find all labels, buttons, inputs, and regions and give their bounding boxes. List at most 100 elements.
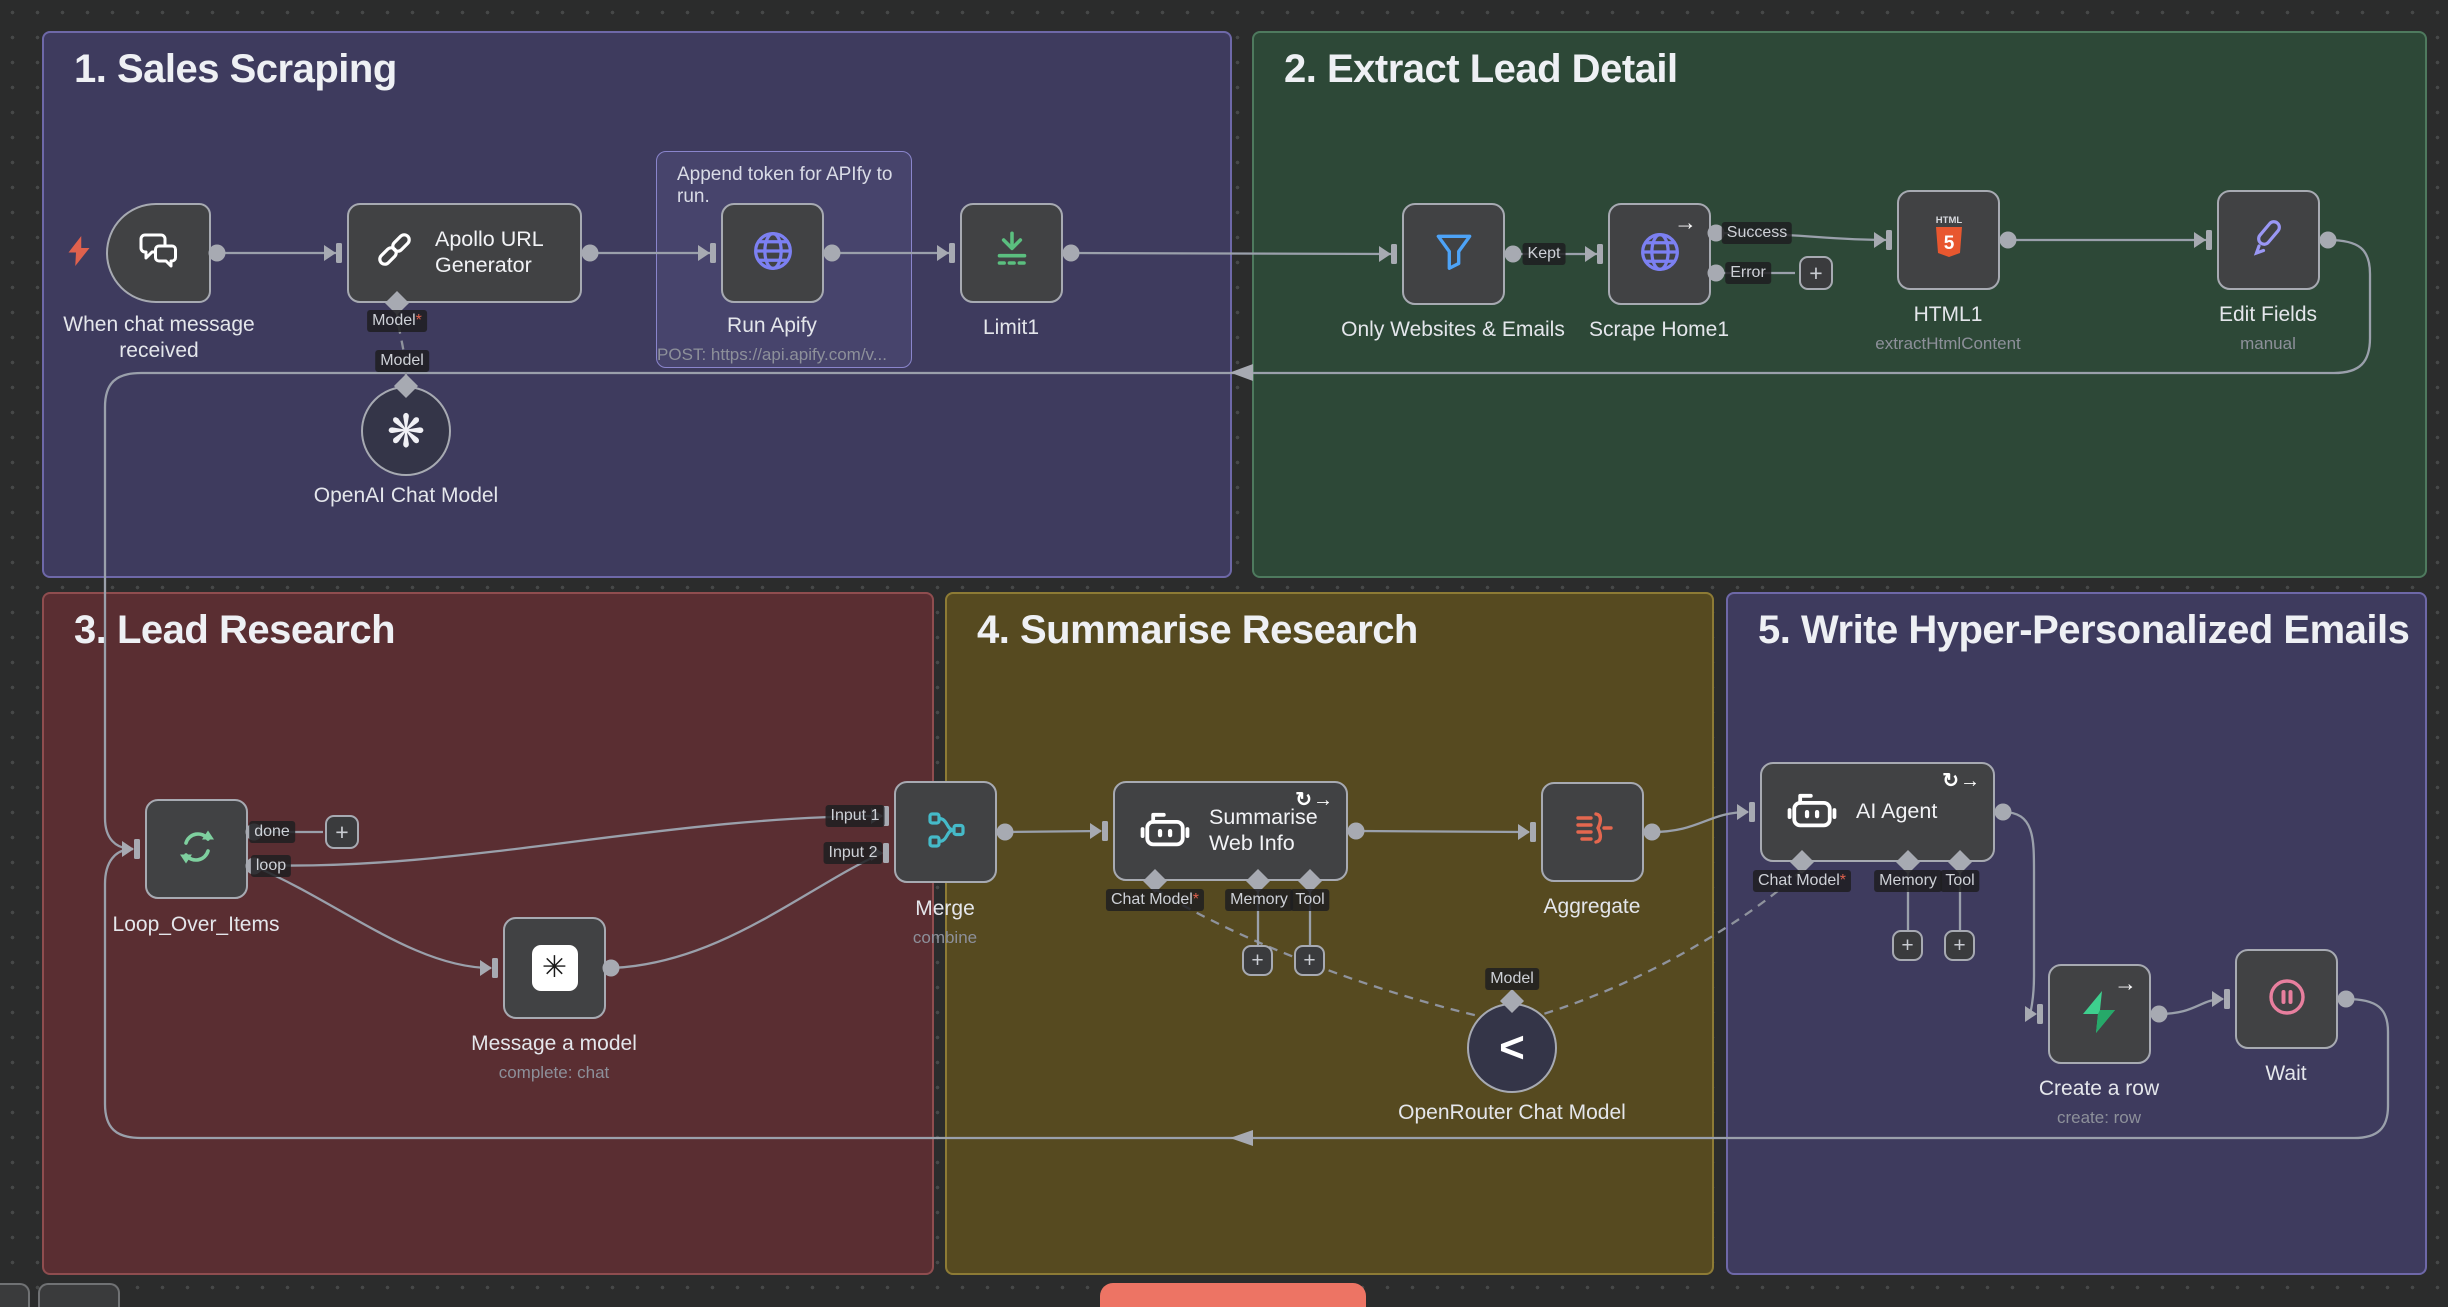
input-connector[interactable] — [1737, 802, 1755, 822]
tool-connector-diamond[interactable] — [1947, 849, 1973, 875]
sticky-section-write-emails[interactable]: 5. Write Hyper-Personalized Emails — [1726, 592, 2427, 1275]
sticky-note-text: Append token for APIfy to run. — [677, 164, 893, 207]
node-create-a-row[interactable]: → — [2048, 964, 2151, 1064]
node-openai-chat-model[interactable]: ❋ — [361, 386, 451, 476]
output-dot[interactable] — [1999, 231, 2017, 249]
input-connector[interactable] — [122, 839, 140, 859]
edge-edit-fields-feedback-to-loop[interactable] — [103, 238, 2372, 851]
chip-success: Success — [1721, 222, 1793, 244]
output-dot[interactable] — [1994, 803, 2012, 821]
output-dot[interactable] — [996, 823, 1014, 841]
node-ai-agent[interactable]: ↻→ AI Agent — [1760, 762, 1995, 862]
input-connector[interactable] — [1518, 822, 1536, 842]
output-dot[interactable] — [1062, 244, 1080, 262]
output-dot[interactable] — [602, 959, 620, 977]
edge-summarise-chatmodel-to-openrouter[interactable] — [1154, 888, 1497, 1022]
node-wait[interactable] — [2235, 949, 2338, 1049]
input-connector[interactable] — [1090, 821, 1108, 841]
node-when-chat-message-received[interactable] — [106, 203, 211, 303]
node-loop-over-items[interactable] — [145, 799, 248, 899]
output-dot[interactable] — [823, 244, 841, 262]
chat-bubbles-icon — [135, 229, 183, 278]
add-tool-button[interactable]: + — [1944, 930, 1975, 961]
add-memory-button[interactable]: + — [1892, 930, 1923, 961]
node-html1[interactable]: HTML 5 — [1897, 190, 2000, 290]
edge-loop-to-message-a-model[interactable] — [255, 865, 492, 970]
chip-model: Model — [375, 350, 429, 372]
openai-message-model-icon: ✳ — [531, 945, 578, 991]
add-memory-button[interactable]: + — [1242, 945, 1273, 976]
output-dot[interactable] — [2319, 231, 2337, 249]
model-connector-diamond[interactable] — [384, 290, 410, 316]
edge-message-to-merge-input2[interactable] — [610, 851, 883, 970]
add-node-button-error[interactable]: + — [1799, 256, 1833, 290]
edge-summarise-to-aggregate[interactable] — [1355, 829, 1530, 834]
chat-model-connector-diamond[interactable] — [1789, 849, 1815, 875]
node-label-merge: Merge combine — [825, 896, 1065, 949]
add-tool-button[interactable]: + — [1294, 945, 1325, 976]
aggregate-icon — [1570, 810, 1616, 855]
add-node-button-done[interactable]: + — [325, 815, 359, 849]
sticky-section-lead-research[interactable]: 3. Lead Research — [42, 592, 934, 1275]
node-label-when-chat: When chat message received — [63, 313, 255, 363]
sticky-section-sales-scraping[interactable]: 1. Sales Scraping — [42, 31, 1232, 578]
node-summarise-web-info[interactable]: ↻→ Summarise Web Info — [1113, 781, 1348, 881]
node-label-limit1: Limit1 — [982, 316, 1040, 339]
node-only-websites-emails[interactable] — [1402, 203, 1505, 305]
section-title-write-emails: 5. Write Hyper-Personalized Emails — [1758, 608, 2410, 652]
node-aggregate[interactable] — [1541, 782, 1644, 882]
output-dot-error[interactable] — [1707, 264, 1725, 282]
node-edit-fields[interactable] — [2217, 190, 2320, 290]
node-run-apify[interactable] — [721, 203, 824, 303]
merge-icon — [924, 808, 968, 857]
node-limit1[interactable] — [960, 203, 1063, 303]
input-connector[interactable] — [1379, 244, 1397, 264]
edge-ai-agent-to-create-row[interactable] — [2002, 810, 2036, 1015]
input-connector[interactable] — [1585, 244, 1603, 264]
edge-aggregate-to-ai-agent[interactable] — [1651, 810, 1749, 834]
output-dot[interactable] — [1643, 823, 1661, 841]
edge-merge-to-summarise[interactable] — [1004, 829, 1102, 834]
model-connector-diamond[interactable] — [393, 373, 419, 399]
output-dot[interactable] — [2150, 1005, 2168, 1023]
output-dot[interactable] — [1347, 822, 1365, 840]
node-label-html1: HTML1 extractHtmlContent — [1828, 302, 2068, 355]
output-dot-kept[interactable] — [1504, 245, 1522, 263]
input-connector[interactable] — [2212, 989, 2230, 1009]
node-message-a-model[interactable]: ✳ — [503, 917, 606, 1019]
edge-ai-agent-chatmodel-to-openrouter[interactable] — [1529, 869, 1803, 1020]
input-connector[interactable] — [2025, 1004, 2043, 1024]
sticky-section-summarise-research[interactable]: 4. Summarise Research — [945, 592, 1714, 1275]
input-connector[interactable] — [2194, 230, 2212, 250]
edge-wait-feedback-to-loop[interactable] — [103, 847, 2390, 1140]
bottom-button-cutoff[interactable] — [1100, 1283, 1366, 1307]
chat-model-connector-diamond[interactable] — [1142, 868, 1168, 894]
memory-connector-diamond[interactable] — [1895, 849, 1921, 875]
tool-connector-diamond[interactable] — [1297, 868, 1323, 894]
execute-arrow-icon: → — [1674, 209, 1697, 235]
node-merge[interactable] — [894, 781, 997, 883]
input-connector[interactable] — [698, 243, 716, 263]
canvas-control-cutoff[interactable] — [38, 1283, 120, 1307]
chip-done: done — [249, 821, 295, 843]
input-connector[interactable] — [324, 243, 342, 263]
memory-connector-diamond[interactable] — [1245, 868, 1271, 894]
node-openrouter-chat-model[interactable]: < — [1467, 1003, 1557, 1093]
canvas-control-cutoff[interactable] — [0, 1283, 30, 1307]
output-dot[interactable] — [208, 244, 226, 262]
svg-text:HTML: HTML — [1935, 215, 1962, 226]
node-sublabel-run-apify: POST: https://api.apify.com/v... — [657, 345, 887, 365]
input-connector[interactable] — [937, 243, 955, 263]
output-dot-success[interactable] — [1707, 224, 1725, 242]
output-dot[interactable] — [581, 244, 599, 262]
output-dot[interactable] — [2337, 990, 2355, 1008]
edge-limit1-to-only-websites[interactable] — [1070, 251, 1393, 256]
edge-loop-to-merge-input1[interactable] — [255, 814, 883, 867]
node-apollo-url-generator[interactable]: Apollo URL Generator — [347, 203, 582, 303]
input-connector[interactable] — [1874, 230, 1892, 250]
input-connector[interactable] — [480, 958, 498, 978]
model-connector-diamond[interactable] — [1499, 988, 1525, 1014]
node-scrape-home1[interactable]: → — [1608, 203, 1711, 305]
